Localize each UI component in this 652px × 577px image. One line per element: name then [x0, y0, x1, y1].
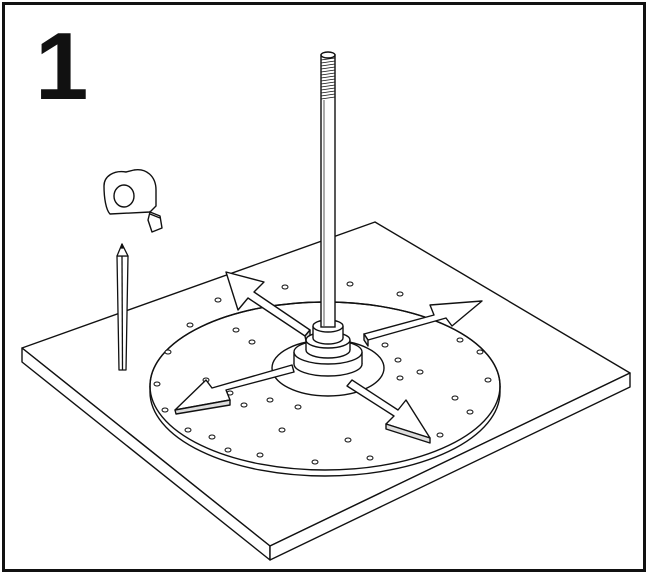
- disc-holes: [153, 281, 492, 465]
- center-rod: [320, 51, 336, 328]
- tape-measure-icon: [103, 169, 163, 233]
- arrow-down-right: [346, 379, 431, 444]
- hub-collar: [293, 319, 363, 377]
- direction-arrows: [174, 271, 483, 444]
- step-number: 1: [35, 13, 89, 120]
- pencil-icon: [116, 243, 129, 371]
- arrow-down-left: [174, 364, 295, 415]
- arrow-up-right: [363, 300, 483, 347]
- rod-thread: [320, 57, 336, 100]
